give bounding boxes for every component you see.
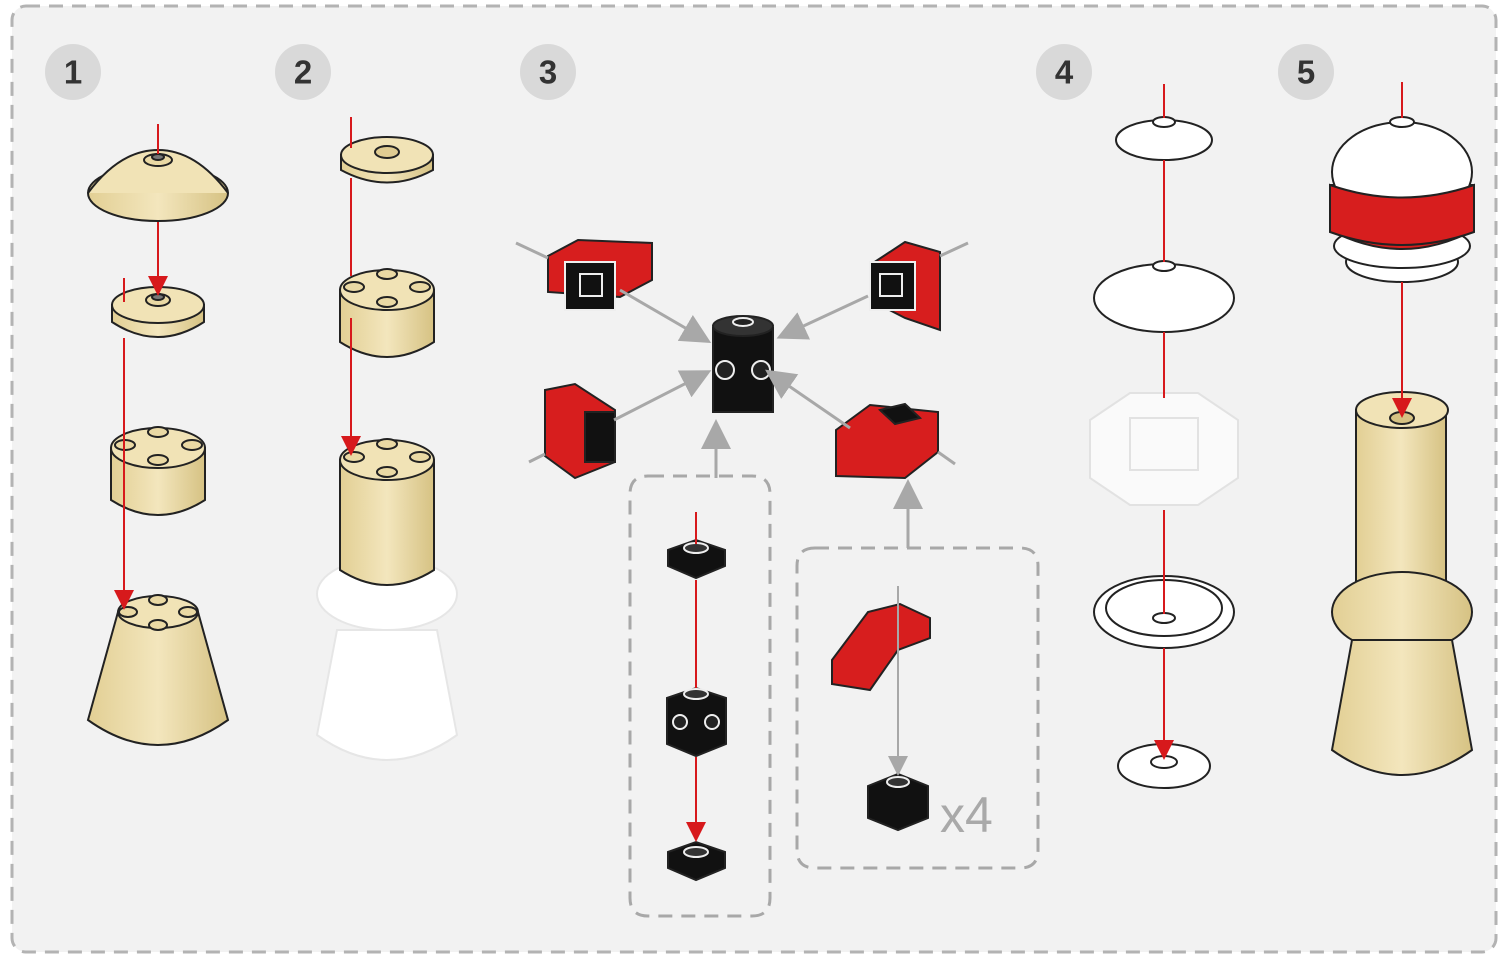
tan-round-brick-piece-2 xyxy=(339,268,435,358)
step-4-badge: 4 xyxy=(1036,44,1092,100)
main-frame xyxy=(10,4,1498,954)
step-1-assembly xyxy=(86,148,230,746)
step-2-number: 2 xyxy=(294,54,312,91)
step-3-badge: 3 xyxy=(520,44,576,100)
red-slope-bottom-left-piece xyxy=(544,382,616,480)
step-5-badge: 5 xyxy=(1278,44,1334,100)
step-4-number: 4 xyxy=(1055,54,1074,91)
black-plate-top-piece xyxy=(667,538,726,580)
red-slope-top-right-piece xyxy=(869,240,941,332)
tan-round-brick-piece xyxy=(110,426,206,516)
ghost-base-pieces xyxy=(315,557,459,761)
sub-assembly-red-slope: x4 xyxy=(795,546,1040,870)
black-brick-side-studs-piece xyxy=(666,686,727,758)
step-1-arrows xyxy=(114,124,168,610)
tan-cylinder-piece xyxy=(339,438,435,586)
lighthouse-top-module xyxy=(1329,116,1475,283)
step-1-badge: 1 xyxy=(45,44,101,100)
quantity-multiplier: x4 xyxy=(940,787,993,843)
step-1-number: 1 xyxy=(64,54,82,91)
step-3-gray-arrows xyxy=(515,241,969,548)
red-slope-top-left-piece xyxy=(547,238,653,311)
black-1x1-brick-piece xyxy=(867,772,929,832)
white-large-dish-piece xyxy=(1093,260,1235,333)
step-2-badge: 2 xyxy=(275,44,331,100)
step-5-assembly xyxy=(1329,116,1475,776)
tan-round-plate-piece xyxy=(111,286,205,338)
tan-cone-piece xyxy=(86,594,230,746)
step-3-assembly xyxy=(544,238,941,480)
sub-assembly-black-stack xyxy=(628,474,772,918)
step-5-number: 5 xyxy=(1297,54,1315,91)
black-brick-with-side-studs-piece xyxy=(712,315,774,413)
ghost-wedge-assembly xyxy=(1089,392,1239,506)
step-3-number: 3 xyxy=(539,54,557,91)
tan-round-tile-piece xyxy=(340,136,434,184)
step-2-assembly xyxy=(315,136,459,761)
black-plate-bottom-piece xyxy=(667,840,726,882)
red-curved-slope-piece xyxy=(831,602,931,692)
